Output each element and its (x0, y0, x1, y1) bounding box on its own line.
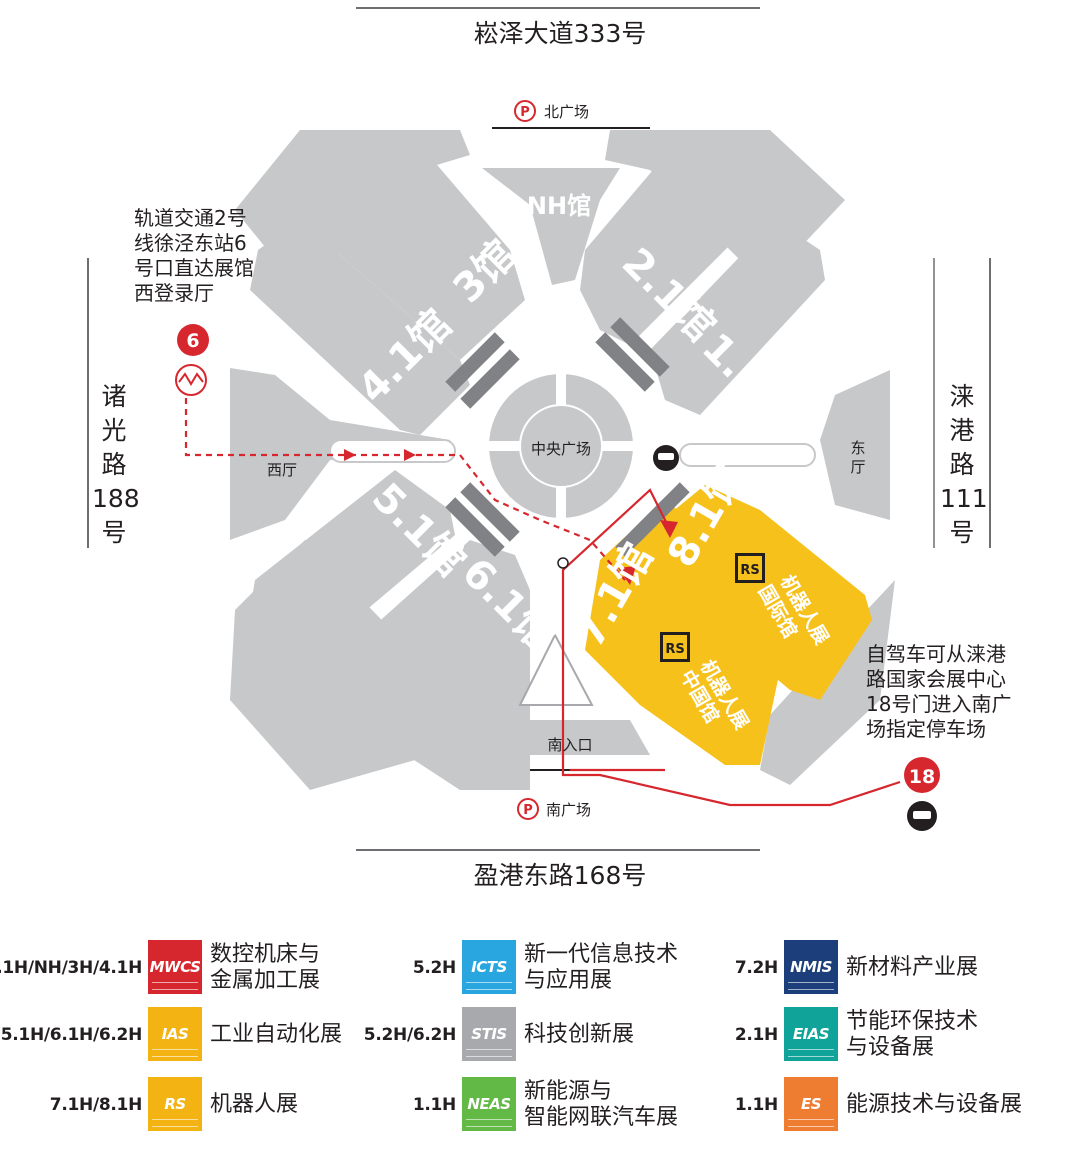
legend-item: 1.1H ES 能源技术与设备展 (735, 1077, 1080, 1133)
legend-expo-name: 新能源与 智能网联汽车展 (524, 1079, 679, 1130)
hall-51-shape (250, 470, 455, 645)
svg-text:RS: RS (740, 563, 759, 578)
legend-logo-icon: STIS (462, 1007, 516, 1061)
south-plaza-label: 南广场 (546, 801, 591, 819)
south-triangle (518, 632, 594, 706)
west-hall-label: 西厅 (267, 461, 297, 479)
hall-nh-shape (482, 168, 620, 285)
legend-logo-icon: NEAS (462, 1077, 516, 1131)
legend-expo-name: 新材料产业展 (846, 955, 979, 980)
metro-exit-number: 6 (186, 330, 199, 352)
hall-41-shape (250, 220, 470, 435)
legend-expo-name: 数控机床与 金属加工展 (210, 942, 321, 993)
legend-expo-name: 新一代信息技术 与应用展 (524, 942, 679, 993)
hall-61-shape (325, 540, 530, 790)
legend-logo-icon: IAS (148, 1007, 202, 1061)
legend-item: 7.2H NMIS 新材料产业展 (735, 940, 1080, 996)
legend-expo-name: 节能环保技术 与设备展 (846, 1009, 979, 1060)
parking-glyph-north: P (520, 105, 530, 120)
rs-badge-71: RS (660, 632, 690, 662)
south-road-label: 盈港东路168号 (473, 861, 647, 890)
parking-glyph-south: P (523, 803, 533, 818)
svg-text:RS: RS (665, 642, 684, 657)
legend-hall-code: 2.1H (734, 1025, 778, 1045)
south-entrance-shape (472, 720, 650, 755)
gate-18-number: 18 (909, 766, 935, 788)
legend-expo-name: 工业自动化展 (210, 1022, 343, 1047)
legend-hall-code: 7.1H/8.1H (49, 1095, 143, 1115)
parking-icon-north (514, 100, 536, 122)
metro-icon (175, 364, 207, 396)
legend-expo-name: 能源技术与设备展 (846, 1092, 1023, 1117)
legend-hall-code: 5.2H (412, 958, 456, 978)
legend-hall-code: 1.1H (412, 1095, 456, 1115)
legend-hall-code: 1.1H (734, 1095, 778, 1115)
parking-icon-south (517, 798, 539, 820)
legend-hall-code: 7.2H (734, 958, 778, 978)
legend-hall-code: 2.1H/NH/3H/4.1H (0, 958, 142, 978)
exhibition-map: 6 18 P P 北广场 南广场 中央广场 西厅 南入口 东 厅 NH馆 3馆 … (87, 7, 1012, 890)
legend-logo-icon: NMIS (784, 940, 838, 994)
metro-exit-badge (177, 324, 209, 356)
east-walkway (679, 443, 816, 467)
map-drawing: 6 18 P P 北广场 南广场 中央广场 西厅 南入口 东 厅 NH馆 3馆 … (87, 7, 991, 851)
hall-81-shape (650, 485, 872, 700)
hall-21-shape (580, 144, 760, 345)
east-hall-label-1: 东 (850, 439, 865, 457)
east-hall-shape (820, 370, 890, 520)
north-plaza-label: 北广场 (544, 103, 589, 121)
legend-logo-icon: ES (784, 1077, 838, 1131)
hall-nh-label: NH馆 (527, 192, 591, 220)
south-entrance-label: 南入口 (547, 736, 592, 754)
hall-3-shape (300, 138, 525, 360)
legend-hall-code: 5.2H/6.2H (363, 1025, 457, 1045)
west-walkway (329, 439, 456, 463)
legend-expo-name: 机器人展 (210, 1092, 299, 1117)
legend-logo-icon: EIAS (784, 1007, 838, 1061)
legend-hall-code: 5.1H/6.1H/6.2H (0, 1025, 143, 1045)
north-road-label: 崧泽大道333号 (473, 19, 647, 48)
legend-expo-name: 科技创新展 (524, 1022, 635, 1047)
gate-18-badge (904, 757, 940, 793)
hall-11-shape (650, 220, 825, 415)
legend-logo-icon: RS (148, 1077, 202, 1131)
rs-badge-81: RS (735, 553, 765, 583)
central-plaza-core (521, 406, 601, 486)
legend-logo-icon: ICTS (462, 940, 516, 994)
central-plaza-label: 中央广场 (531, 440, 591, 458)
legend-logo-icon: MWCS (148, 940, 202, 994)
east-hall-label-2: 厅 (850, 458, 865, 476)
